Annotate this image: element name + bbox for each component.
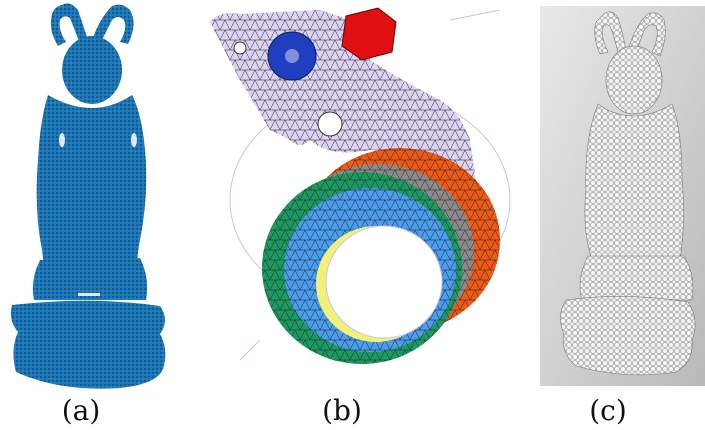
caption-c: (c) (589, 394, 627, 427)
caption-a: (a) (61, 394, 101, 427)
buddha-point-cloud-image (0, 0, 180, 390)
caption-b: (b) (322, 394, 362, 427)
buddha-point-cloud-icon (10, 3, 166, 389)
buddha-cell-mesh-icon (540, 6, 705, 386)
mechanical-mesh-image (200, 0, 520, 390)
buddha-cell-mesh-image (536, 0, 705, 390)
mechanical-part-mesh-icon (210, 7, 511, 364)
